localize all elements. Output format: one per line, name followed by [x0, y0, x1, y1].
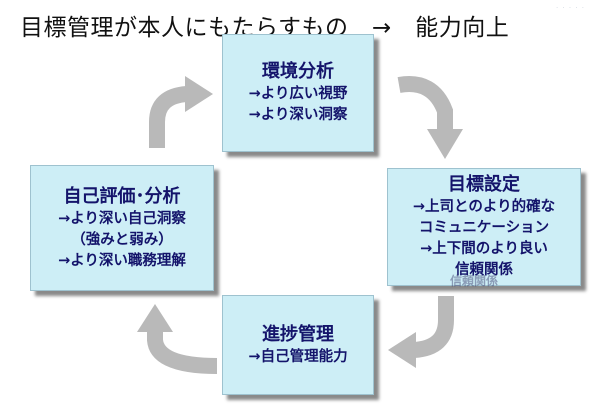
- box-line: →より深い自己洞察: [58, 210, 186, 227]
- box-environment-analysis: 環境分析 →より広い視野 →より深い洞察: [222, 34, 374, 152]
- box-heading: 進捗管理: [262, 323, 334, 345]
- box-line: 信頼関係: [455, 262, 513, 278]
- box-heading: 目標設定: [448, 174, 520, 195]
- box-heading: 環境分析: [262, 61, 334, 82]
- box-heading: 自己評価･分析: [63, 185, 181, 207]
- box-line: →より広い視野: [248, 86, 348, 102]
- box-self-evaluation: 自己評価･分析 →より深い自己洞察 （強みと弱み） →より深い職務理解: [30, 165, 214, 291]
- arrow-top-right-icon: [397, 76, 463, 159]
- box-line: →上司とのより的確な: [412, 199, 556, 215]
- decorative-dots: · · · · ·: [556, 4, 586, 12]
- box-line: →より深い職務理解: [58, 252, 186, 269]
- box-line: コミュニケーション: [418, 220, 550, 236]
- box-progress-management: 進捗管理 →自己管理能力: [222, 295, 374, 395]
- box-line: （強みと弱み）: [71, 231, 173, 248]
- box-line: →自己管理能力: [248, 348, 348, 365]
- ghost-text: 信頼関係: [450, 274, 499, 288]
- arrow-bottom-right-icon: [388, 296, 454, 368]
- box-line: →上下間のより良い: [420, 241, 548, 257]
- arrow-bottom-left-icon: [137, 304, 218, 374]
- box-goal-setting: 目標設定 →上司とのより的確な コミュニケーション →上下間のより良い 信頼関係: [387, 168, 581, 286]
- arrow-top-left-icon: [149, 76, 213, 148]
- box-line: →より深い洞察: [248, 107, 348, 123]
